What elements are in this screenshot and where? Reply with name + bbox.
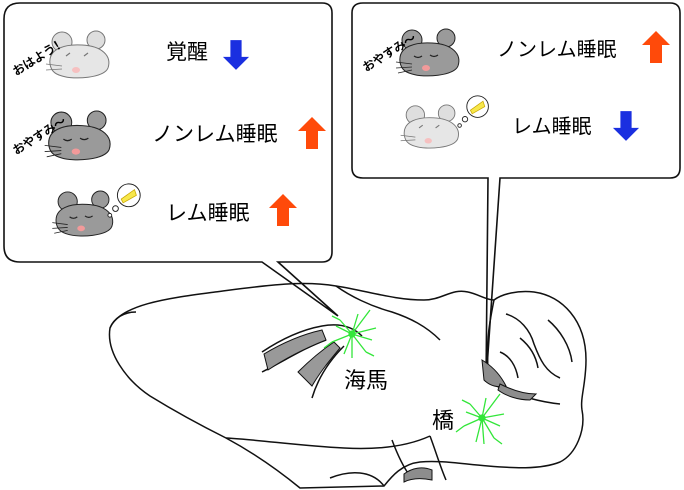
brain-sagittal-outline [108, 282, 587, 489]
hippocampus-label: 海馬 [344, 369, 388, 394]
left-callout-panel [3, 2, 339, 317]
pons-label: 橋 [432, 409, 454, 434]
pons-neuron-cluster [455, 393, 505, 445]
hippocampus-neuron-cluster [323, 309, 377, 358]
hippocampus-ventricle-shapes [263, 329, 538, 483]
left-row-rem: レム睡眠 [51, 183, 297, 237]
state-label-nrem: ノンレム睡眠 [497, 37, 617, 61]
state-label-rem: レム睡眠 [166, 201, 250, 225]
state-label-rem: レム睡眠 [512, 114, 592, 138]
left-row-nrem: おやすみ～ ノンレム睡眠 [10, 110, 326, 161]
state-label-wake: 覚醒 [166, 40, 208, 64]
right-row-rem: レム睡眠 [400, 95, 640, 149]
state-label-nrem: ノンレム睡眠 [152, 122, 278, 146]
right-callout-panel [351, 2, 681, 383]
